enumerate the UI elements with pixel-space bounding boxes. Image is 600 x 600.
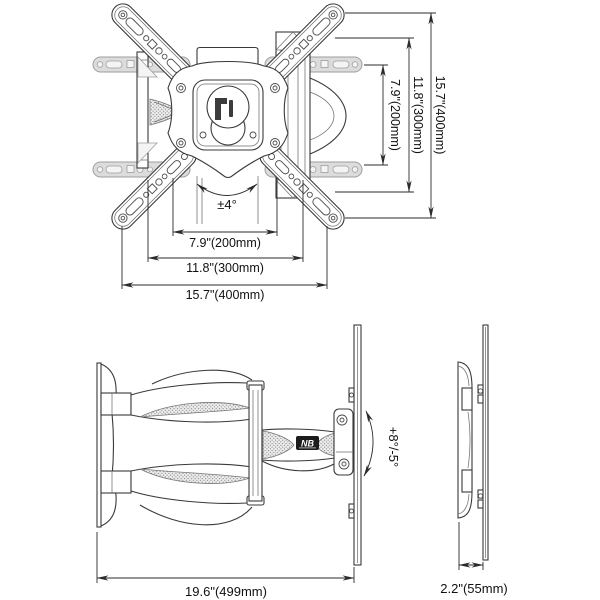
forearm-side: NB	[261, 428, 336, 472]
articulating-arms-side	[130, 369, 265, 526]
side-view: NB +8°/-5° 19.6"(499mm)	[96, 324, 401, 599]
dim-height-400: 15.7"(400mm)	[433, 76, 447, 155]
profile-view: 2.2"(55mm)	[440, 324, 508, 596]
tilt-bracket-side	[333, 408, 354, 476]
dim-width-300: 11.8"(300mm)	[186, 261, 264, 275]
front-dims-vertical: 7.9"(200mm) 11.8"(300mm) 15.7"(400mm)	[335, 12, 447, 219]
front-view: ±4° 7.9"(200mm) 11.8"(300mm) 15.7"(400mm…	[92, 0, 447, 302]
rotation-angle-label: ±4°	[217, 197, 237, 212]
tv-bracket-side	[348, 324, 362, 566]
monitor-plate	[167, 61, 289, 179]
profile-dim-depth: 2.2"(55mm)	[440, 522, 508, 596]
front-dims-horizontal: 7.9"(200mm) 11.8"(300mm) 15.7"(400mm)	[121, 178, 328, 302]
dim-height-200: 7.9"(200mm)	[388, 79, 402, 151]
brand-logo: NB	[296, 436, 319, 450]
folded-arm-front	[136, 51, 183, 169]
side-dim-length: 19.6"(499mm)	[96, 532, 355, 599]
dim-width-200: 7.9"(200mm)	[189, 236, 261, 250]
tilt-angle-label: +8°/-5°	[386, 427, 401, 467]
brand-logo-text: NB	[301, 439, 314, 449]
wall-plate-side	[96, 362, 132, 528]
tv-bracket-profile	[477, 324, 489, 561]
tilt-arc: +8°/-5°	[363, 410, 401, 477]
dim-depth: 2.2"(55mm)	[440, 581, 507, 596]
folded-arm-profile	[457, 361, 473, 519]
dim-arm-length: 19.6"(499mm)	[185, 584, 267, 599]
dim-width-400: 15.7"(400mm)	[186, 288, 265, 302]
rotation-arc: ±4°	[196, 183, 258, 212]
dim-height-300: 11.8"(300mm)	[411, 76, 425, 154]
